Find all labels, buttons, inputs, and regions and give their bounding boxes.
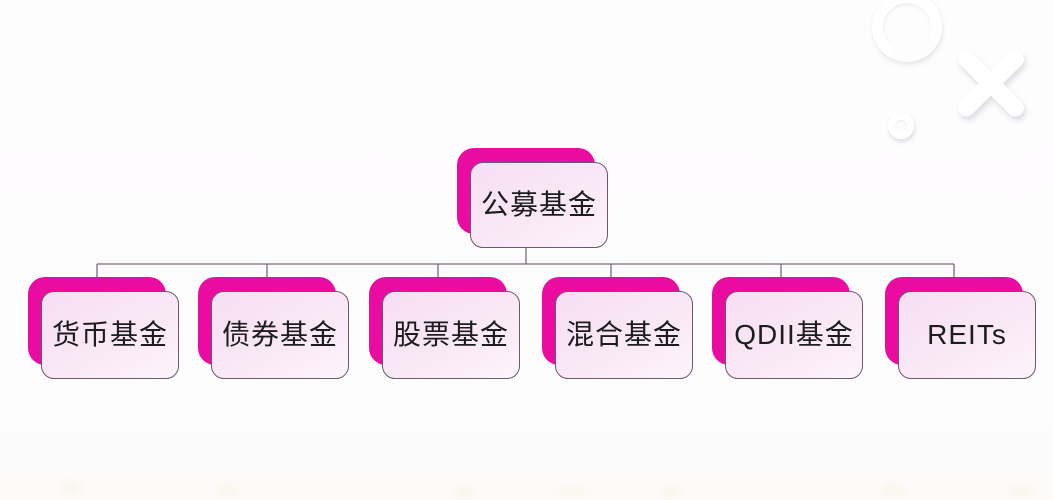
node-label: 混合基金 — [565, 319, 682, 350]
node-reits[interactable]: REITs — [885, 277, 1038, 381]
node-label: 货币基金 — [51, 319, 168, 350]
node-public-offering-fund[interactable]: 公募基金 — [457, 148, 610, 250]
node-label: 股票基金 — [392, 319, 509, 350]
node-bond-fund[interactable]: 债券基金 — [198, 277, 351, 381]
node-stock-fund[interactable]: 股票基金 — [369, 277, 522, 381]
card-front: REITs — [898, 291, 1036, 379]
card-front: 混合基金 — [555, 291, 693, 379]
card-front: 股票基金 — [382, 291, 520, 379]
card-front: 债券基金 — [211, 291, 349, 379]
node-label: 公募基金 — [480, 189, 597, 220]
node-hybrid-fund[interactable]: 混合基金 — [542, 277, 695, 381]
card-front: QDII基金 — [725, 291, 863, 379]
node-label: REITs — [927, 319, 1007, 350]
node-label: 债券基金 — [221, 319, 338, 350]
card-front: 货币基金 — [41, 291, 179, 379]
node-qdii-fund[interactable]: QDII基金 — [712, 277, 865, 381]
node-label: QDII基金 — [734, 319, 854, 350]
card-front: 公募基金 — [470, 162, 608, 248]
node-money-fund[interactable]: 货币基金 — [28, 277, 181, 381]
